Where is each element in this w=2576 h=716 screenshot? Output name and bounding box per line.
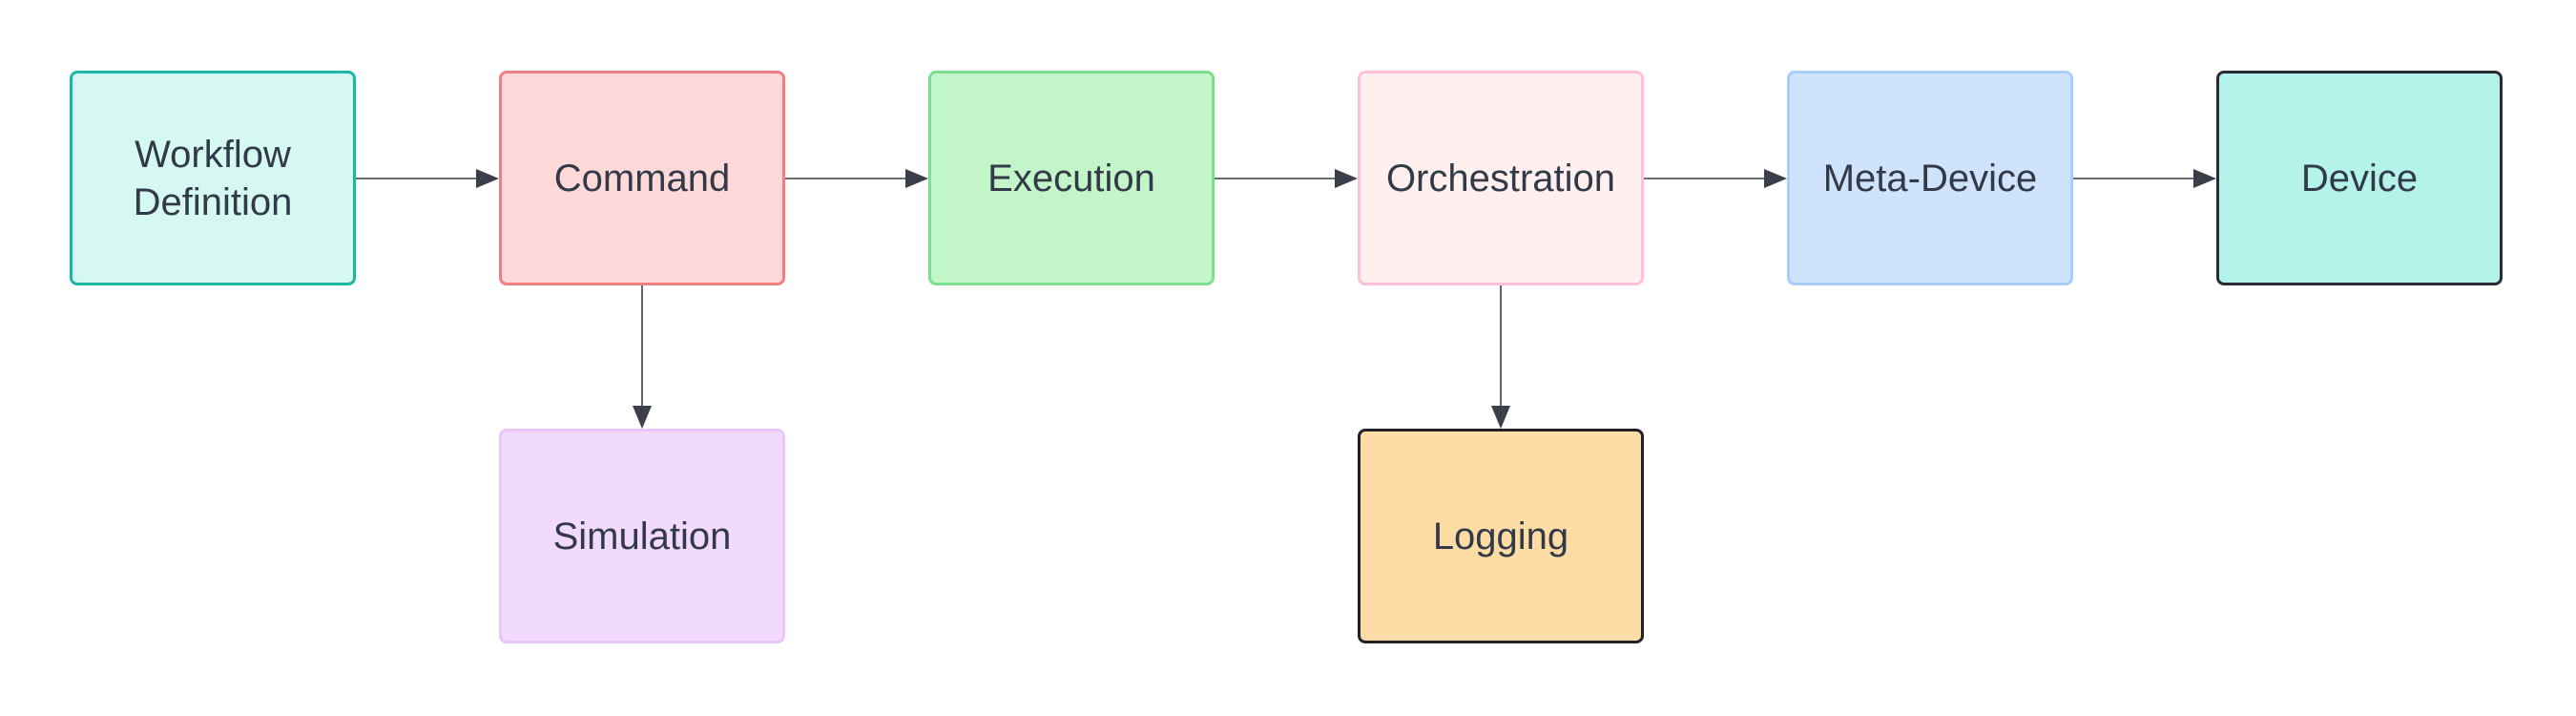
node-label: Meta-Device xyxy=(1822,157,2038,200)
node-label: Command xyxy=(553,157,731,200)
node-meta-device[interactable]: Meta-Device xyxy=(1787,71,2073,285)
node-execution[interactable]: Execution xyxy=(928,71,1215,285)
node-device[interactable]: Device xyxy=(2216,71,2503,285)
node-label: Device xyxy=(2300,157,2419,200)
node-command[interactable]: Command xyxy=(499,71,785,285)
node-logging[interactable]: Logging xyxy=(1358,429,1644,643)
node-simulation[interactable]: Simulation xyxy=(499,429,785,643)
node-label: Execution xyxy=(987,157,1155,200)
node-label: Simulation xyxy=(552,515,732,558)
node-label: Orchestration xyxy=(1385,157,1616,200)
node-label: Workflow Definition xyxy=(133,133,293,223)
node-orchestration[interactable]: Orchestration xyxy=(1358,71,1644,285)
node-label: Logging xyxy=(1432,515,1569,558)
node-workflow-definition[interactable]: Workflow Definition xyxy=(70,71,356,285)
